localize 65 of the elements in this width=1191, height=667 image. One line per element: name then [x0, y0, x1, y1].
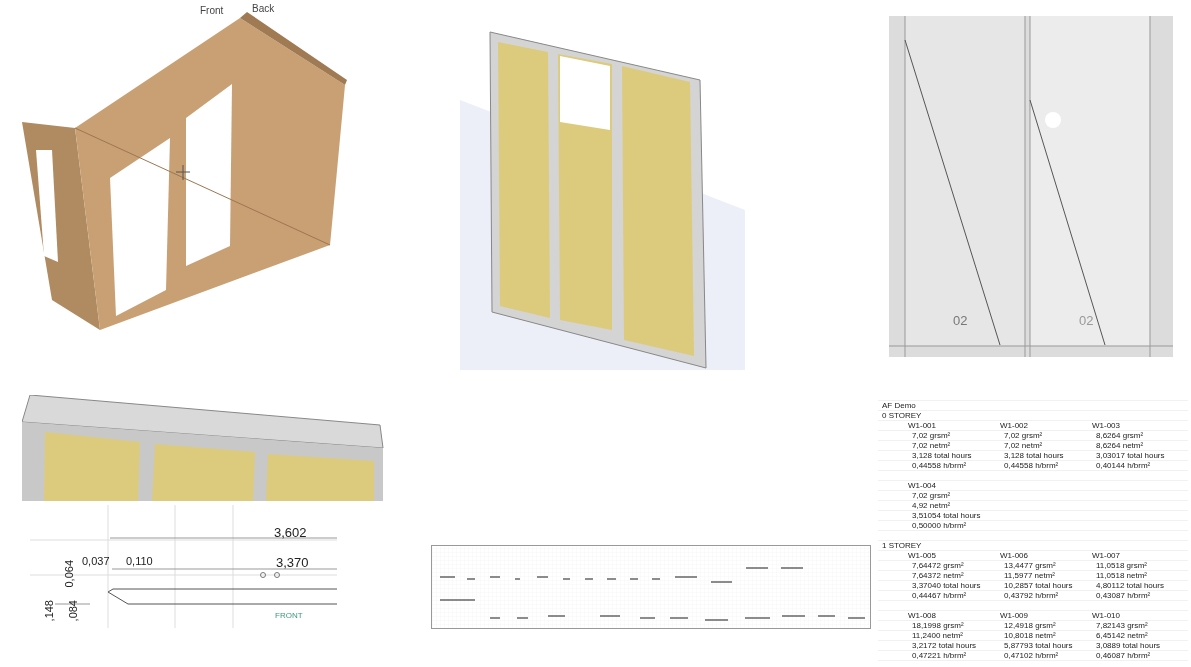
view-label: Front	[200, 6, 224, 16]
sheet-value: 11,2400 netm²	[912, 631, 963, 640]
view-label: FRONT	[275, 612, 303, 620]
wall-id: W1-002	[1000, 421, 1028, 430]
sheet-value: 13,4477 grsm²	[1004, 561, 1056, 570]
sheet-value: 4,92 netm²	[912, 501, 951, 510]
sheet-value: 7,02 grsm²	[912, 491, 951, 500]
wall-id: W1-010	[1092, 611, 1120, 620]
wall-id: W1-009	[1000, 611, 1028, 620]
sheet-value: 6,45142 netm²	[1096, 631, 1148, 640]
sheet-value: 0,43087 h/brm²	[1096, 591, 1151, 600]
panel-number: 02	[1079, 314, 1094, 327]
sheet-value: 7,02 netm²	[1004, 441, 1043, 450]
sheet-value: 0,46087 h/brm²	[1096, 651, 1151, 660]
dimension-value: 0,064	[64, 560, 75, 588]
wall-id: W1-001	[908, 421, 936, 430]
sheet-value: 12,4918 grsm²	[1004, 621, 1056, 630]
sheet-value: 7,64472 grsm²	[912, 561, 964, 570]
sheet-value: 10,8018 netm²	[1004, 631, 1056, 640]
dimension-value: ,148	[44, 600, 55, 622]
dimension-value: 3,370	[276, 556, 309, 569]
sheet-value: 0,44467 h/brm²	[912, 591, 967, 600]
sheet-value: 11,5977 netm²	[1004, 571, 1055, 580]
sheet-value: 7,64372 netm²	[912, 571, 964, 580]
section-heading: 1 STOREY	[882, 541, 922, 550]
sheet-value: 4,80112 total hours	[1096, 581, 1164, 590]
sheet-value: 0,47221 h/brm²	[912, 651, 967, 660]
sheet-value: 0,43792 h/brm²	[1004, 591, 1059, 600]
dimension-value: 3,602	[274, 526, 307, 539]
dimension-value: 0,037	[82, 556, 110, 567]
sheet-value: 3,2172 total hours	[912, 641, 977, 650]
sheet-value: 0,47102 h/brm²	[1004, 651, 1059, 660]
sheet-value: 3,128 total hours	[1004, 451, 1064, 460]
sheet-title: AF Demo	[882, 401, 916, 410]
sheet-value: 3,0889 total hours	[1096, 641, 1161, 650]
sheet-value: 3,03017 total hours	[1096, 451, 1165, 460]
sheet-value: 10,2857 total hours	[1004, 581, 1073, 590]
sheet-value: 0,50000 h/brm²	[912, 521, 967, 530]
sheet-value: 0,44558 h/brm²	[1004, 461, 1059, 470]
sheet-value: 3,37040 total hours	[912, 581, 981, 590]
wall-id: W1-003	[1092, 421, 1120, 430]
wall-id: W1-006	[1000, 551, 1028, 560]
sheet-value: 5,87793 total hours	[1004, 641, 1073, 650]
dimension-value: ,084	[68, 600, 79, 622]
sheet-value: 11,0518 grsm²	[1096, 561, 1147, 570]
sheet-value: 7,02 netm²	[912, 441, 951, 450]
sheet-value: 7,02 grsm²	[1004, 431, 1043, 440]
view-label: Back	[252, 4, 275, 14]
wall-id: W1-004	[908, 481, 936, 490]
sheet-value: 7,02 grsm²	[912, 431, 951, 440]
sheet-value: 11,0518 netm²	[1096, 571, 1147, 580]
wall-id: W1-005	[908, 551, 936, 560]
sheet-value: 8,6264 grsm²	[1096, 431, 1144, 440]
section-heading: 0 STOREY	[882, 411, 922, 420]
sheet-value: 0,40144 h/brm²	[1096, 461, 1151, 470]
sheet-value: 3,51054 total hours	[912, 511, 981, 520]
sheet-value: 18,1998 grsm²	[912, 621, 964, 630]
wall-id: W1-007	[1092, 551, 1120, 560]
sheet-value: 3,128 total hours	[912, 451, 972, 460]
dimension-value: 0,110	[126, 556, 153, 567]
wall-id: W1-008	[908, 611, 936, 620]
panel-number: 02	[953, 314, 968, 327]
sheet-value: 8,6264 netm²	[1096, 441, 1144, 450]
sheet-value: 7,82143 grsm²	[1096, 621, 1148, 630]
sheet-value: 0,44558 h/brm²	[912, 461, 967, 470]
